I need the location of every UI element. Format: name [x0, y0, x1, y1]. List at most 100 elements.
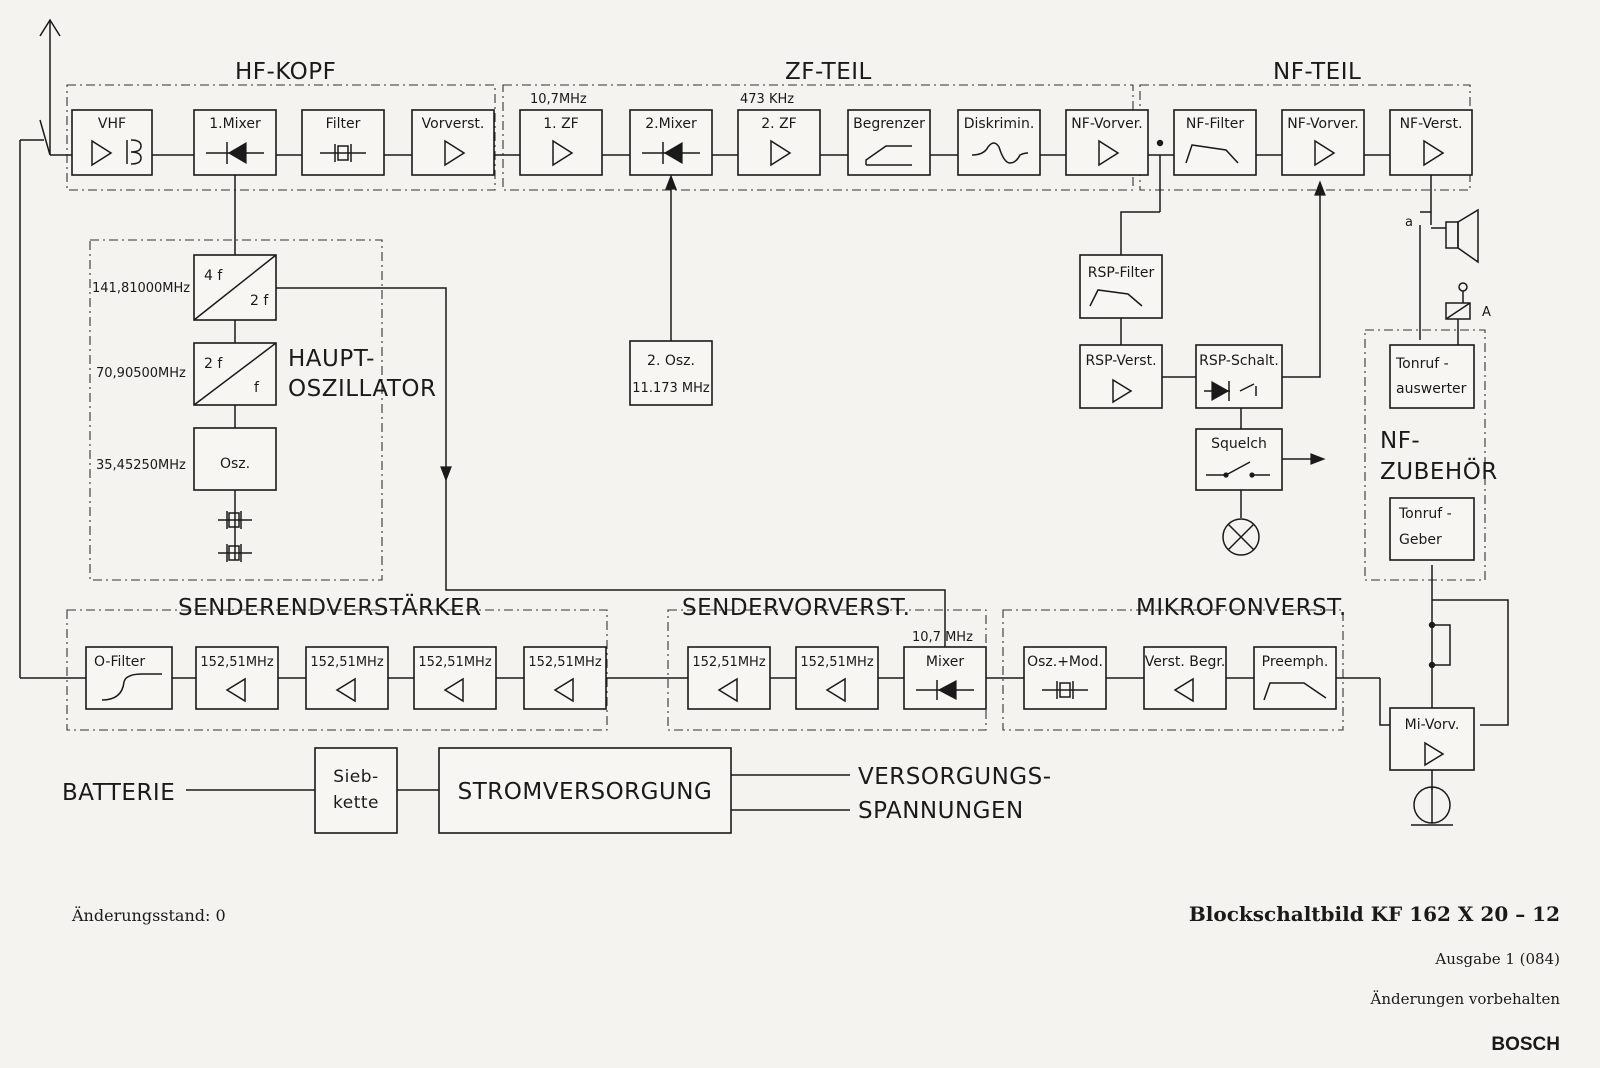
- pa3-freq: 152,51MHz: [418, 655, 491, 670]
- block-pv2: 152,51MHz: [795, 646, 879, 710]
- rsp-schalt-label: RSP-Schalt.: [1199, 353, 1279, 369]
- preemphasis-curve-icon: [1263, 682, 1327, 701]
- verst-begr-label: Verst. Begr.: [1145, 654, 1226, 670]
- mi-vorv-label: Mi-Vorv.: [1405, 717, 1460, 733]
- block-pv1: 152,51MHz: [687, 646, 771, 710]
- block-filter: Filter: [301, 109, 385, 176]
- nf-zubehoer-outline: [1364, 329, 1486, 581]
- block-pa4: 152,51MHz: [523, 646, 607, 710]
- block-nf-vorver2: NF-Vorver.: [1281, 109, 1365, 176]
- osz-label: Osz.: [220, 456, 250, 472]
- block-rsp-filter: RSP-Filter: [1079, 254, 1163, 319]
- mult2-in-label: 2 f: [204, 356, 223, 372]
- tonruf-geber-label-2: Geber: [1399, 532, 1442, 548]
- block-rsp-verst: RSP-Verst.: [1079, 344, 1163, 409]
- rsp-filter-label: RSP-Filter: [1088, 265, 1155, 281]
- relay-icon: [1445, 282, 1471, 345]
- block-mixer1: 1.Mixer: [193, 109, 277, 176]
- block-osz: Osz.: [193, 427, 277, 491]
- block-pa1: 152,51MHz: [195, 646, 279, 710]
- tonruf-geber-label-1: Tonruf -: [1398, 506, 1452, 522]
- block-nf-vorver1: NF-Vorver.: [1065, 109, 1149, 176]
- amplifier-icon: [1112, 378, 1133, 404]
- mult4-out-label: 2 f: [250, 293, 269, 309]
- osz2-freq: 11.173 MHz: [632, 381, 710, 396]
- zf2-label: 2. ZF: [761, 116, 796, 132]
- zf2-freq: 473 KHz: [740, 92, 794, 107]
- relay-a-label: A: [1482, 305, 1491, 320]
- block-osz2: 2. Osz. 11.173 MHz: [629, 340, 713, 406]
- nf-vorver2-label: NF-Vorver.: [1287, 116, 1358, 132]
- mikrofonverst-title: MIKROFONVERST.: [1136, 595, 1347, 621]
- vorverst-label: Vorverst.: [422, 116, 485, 132]
- amplifier-icon: [225, 677, 246, 703]
- versorgung-label-2: SPANNUNGEN: [858, 798, 1024, 824]
- block-vorverst: Vorverst.: [411, 109, 495, 176]
- nf-filter-label: NF-Filter: [1186, 116, 1244, 132]
- diode-icon: [1211, 380, 1230, 402]
- block-multiplier-4f: 4 f 2 f: [193, 254, 277, 321]
- block-o-filter: O-Filter: [85, 646, 173, 710]
- ausgabe: Ausgabe 1 (084): [1435, 950, 1560, 968]
- sendervorverst-title: SENDERVORVERST.: [682, 595, 910, 621]
- vhf-label: VHF: [98, 116, 126, 132]
- zf1-freq: 10,7MHz: [530, 92, 587, 107]
- block-mi-vorv: Mi-Vorv.: [1389, 707, 1475, 771]
- sendervorverst-outline: [667, 609, 987, 731]
- switch-icon: [1239, 383, 1255, 392]
- block-zf2: 2. ZF: [737, 109, 821, 176]
- rsp-verst-label: RSP-Verst.: [1085, 353, 1156, 369]
- crystal-icon: [1059, 682, 1071, 698]
- block-pa2: 152,51MHz: [305, 646, 389, 710]
- pa4-freq: 152,51MHz: [528, 655, 601, 670]
- block-stromversorgung: STROMVERSORGUNG: [438, 747, 732, 834]
- block-vhf: VHF: [71, 109, 153, 176]
- mikrofonverst-outline: [1002, 609, 1344, 731]
- senderendverstaerker-outline: [66, 609, 608, 731]
- hf-kopf-title: HF-KOPF: [235, 59, 336, 85]
- tonruf-auswerter-label-1: Tonruf -: [1395, 356, 1449, 372]
- begrenzer-label: Begrenzer: [853, 116, 925, 132]
- block-rsp-schalt: RSP-Schalt.: [1195, 344, 1283, 409]
- amplifier-icon: [444, 139, 466, 167]
- diode-icon: [227, 141, 247, 165]
- pa1-freq: 152,51MHz: [200, 655, 273, 670]
- block-multiplier-2f: 2 f f: [193, 342, 277, 406]
- block-tonruf-auswerter: Tonruf - auswerter: [1389, 344, 1475, 409]
- mixer2-label: 2.Mixer: [645, 116, 697, 132]
- senderendverstaerker-title: SENDERENDVERSTÄRKER: [178, 593, 482, 621]
- amplifier-icon: [1314, 139, 1336, 167]
- speaker-icon: [1445, 208, 1479, 264]
- block-osz-mod: Osz.+Mod.: [1023, 646, 1107, 710]
- mult4-in-label: 4 f: [204, 268, 223, 284]
- amplifier-icon: [335, 677, 356, 703]
- osc3-freq: 35,45250MHz: [96, 458, 186, 473]
- diode-icon: [663, 141, 683, 165]
- crystal-icon: [337, 145, 349, 161]
- coil-icon: [130, 139, 142, 165]
- squelch-label: Squelch: [1211, 436, 1267, 452]
- microphone-icon: [1411, 786, 1453, 826]
- filter-curve-icon: [101, 673, 162, 701]
- amplifier-icon: [91, 139, 113, 167]
- bandpass-curve-icon: [1185, 144, 1239, 164]
- document-title: Blockschaltbild KF 162 X 20 – 12: [1188, 902, 1560, 926]
- s-curve-icon: [971, 142, 1029, 164]
- versorgung-label-1: VERSORGUNGS-: [858, 764, 1052, 790]
- block-preemph: Preemph.: [1253, 646, 1337, 710]
- switch-icon: [1225, 461, 1251, 476]
- nf-zubehoer-title-2: ZUBEHÖR: [1380, 457, 1498, 485]
- amplifier-icon: [1098, 139, 1120, 167]
- bandpass-curve-icon: [1089, 289, 1143, 307]
- brand-logo: BOSCH: [1491, 1034, 1560, 1055]
- siebkette-label-1: Sieb-: [333, 767, 378, 787]
- contact-a-label: a: [1405, 215, 1413, 230]
- squelch-lamp-icon: [1222, 518, 1260, 556]
- haupt-oszillator-outline: [89, 239, 383, 581]
- osz-mod-label: Osz.+Mod.: [1027, 654, 1103, 670]
- preemph-label: Preemph.: [1262, 654, 1329, 670]
- amplifier-icon: [717, 677, 738, 703]
- aenderungsstand: Änderungsstand: 0: [72, 906, 226, 925]
- diode-icon: [937, 680, 957, 700]
